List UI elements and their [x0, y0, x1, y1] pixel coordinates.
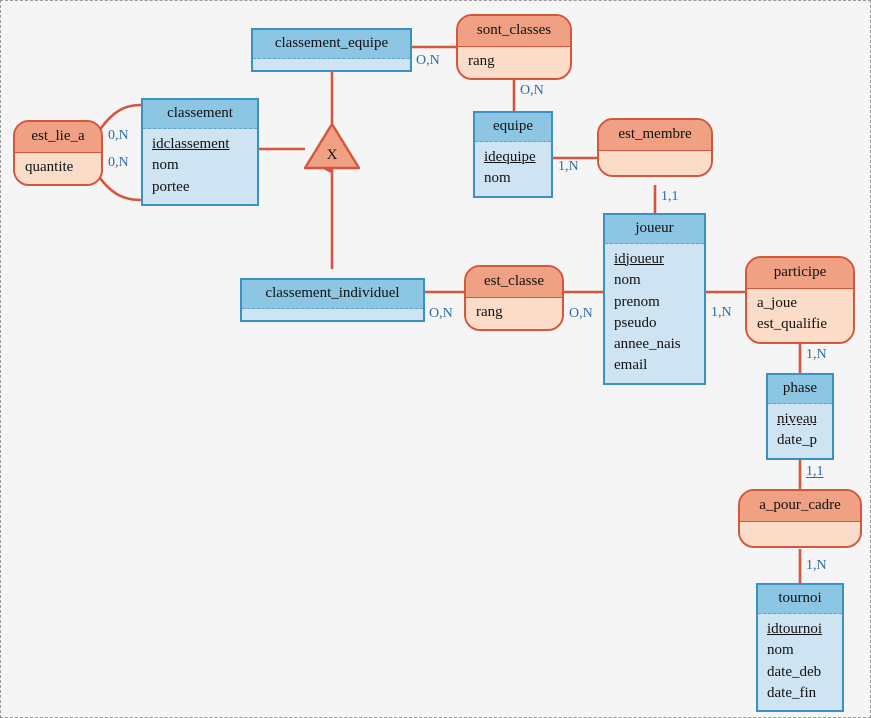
- attribute: rang: [468, 53, 495, 69]
- cardinality-a-pour-cadre-tournoi: 1,N: [806, 558, 827, 573]
- relation-title: est_membre: [599, 120, 711, 151]
- relation-participe[interactable]: participe a_joue est_qualifie: [745, 256, 855, 344]
- relation-title: est_classe: [466, 267, 562, 298]
- relation-attributes: rang: [458, 47, 570, 79]
- relation-title: est_lie_a: [15, 122, 101, 153]
- entity-title: tournoi: [758, 585, 842, 614]
- attribute: annee_nais: [614, 336, 681, 353]
- entity-equipe[interactable]: equipe idequipe nom: [473, 111, 553, 198]
- attribute: date_deb: [767, 663, 822, 680]
- attribute: idequipe: [484, 149, 536, 165]
- attribute: niveau: [777, 411, 817, 427]
- relation-attributes: a_joue est_qualifie: [747, 289, 853, 342]
- entity-classement[interactable]: classement idclassement nom portee: [141, 98, 259, 206]
- entity-attributes: niveau date_p: [768, 404, 832, 458]
- relation-attributes: rang: [466, 298, 562, 330]
- relation-attributes: [599, 151, 711, 175]
- cardinality-sont-classes-classement-equipe: O,N: [416, 53, 440, 68]
- xor-specialization-symbol[interactable]: X: [303, 122, 361, 170]
- entity-attributes: idequipe nom: [475, 142, 551, 196]
- relation-attributes: quantite: [15, 153, 101, 185]
- attribute: est_qualifie: [757, 316, 827, 333]
- cardinality-est-lie-a-classement-bottom: 0,N: [108, 155, 129, 170]
- cardinality-est-classe-classement-individuel: O,N: [429, 306, 453, 321]
- cardinality-est-membre-joueur: 1,1: [661, 189, 679, 204]
- attribute: nom: [152, 157, 179, 174]
- cardinality-est-lie-a-classement-top: 0,N: [108, 128, 129, 143]
- attribute: portee: [152, 178, 190, 195]
- attribute: idjoueur: [614, 251, 664, 267]
- cardinality-sont-classes-equipe: O,N: [520, 83, 544, 98]
- entity-title: classement_individuel: [242, 280, 423, 309]
- cardinality-est-membre-equipe: 1,N: [558, 159, 579, 174]
- entity-joueur[interactable]: joueur idjoueur nom prenom pseudo annee_…: [603, 213, 706, 385]
- entity-attributes: [242, 309, 423, 320]
- entity-classement-equipe[interactable]: classement_equipe: [251, 28, 412, 72]
- entity-attributes: idclassement nom portee: [143, 129, 257, 204]
- cardinality-a-pour-cadre-phase: 1,1: [806, 464, 824, 479]
- relation-title: sont_classes: [458, 16, 570, 47]
- entity-title: phase: [768, 375, 832, 404]
- cardinality-participe-phase: 1,N: [806, 347, 827, 362]
- relation-sont-classes[interactable]: sont_classes rang: [456, 14, 572, 81]
- relation-est-classe[interactable]: est_classe rang: [464, 265, 564, 332]
- entity-title: classement_equipe: [253, 30, 410, 59]
- cardinality-est-classe-joueur: O,N: [569, 306, 593, 321]
- attribute: nom: [614, 272, 641, 289]
- attribute: email: [614, 357, 648, 374]
- attribute: a_joue: [757, 295, 797, 311]
- relation-title: a_pour_cadre: [740, 491, 860, 522]
- entity-attributes: [253, 59, 410, 70]
- attribute: date_p: [777, 432, 817, 449]
- relation-est-membre[interactable]: est_membre: [597, 118, 713, 177]
- entity-title: equipe: [475, 113, 551, 142]
- attribute: idtournoi: [767, 621, 822, 637]
- attribute: prenom: [614, 293, 660, 310]
- xor-label: X: [326, 147, 338, 163]
- cardinality-participe-joueur: 1,N: [711, 305, 732, 320]
- relation-attributes: [740, 522, 860, 546]
- entity-tournoi[interactable]: tournoi idtournoi nom date_deb date_fin: [756, 583, 844, 713]
- relation-a-pour-cadre[interactable]: a_pour_cadre: [738, 489, 862, 548]
- entity-classement-individuel[interactable]: classement_individuel: [240, 278, 425, 322]
- attribute: rang: [476, 304, 503, 320]
- entity-title: joueur: [605, 215, 704, 244]
- entity-attributes: idjoueur nom prenom pseudo annee_nais em…: [605, 244, 704, 383]
- attribute: nom: [484, 170, 511, 187]
- relation-est-lie-a[interactable]: est_lie_a quantite: [13, 120, 103, 187]
- entity-attributes: idtournoi nom date_deb date_fin: [758, 614, 842, 711]
- entity-title: classement: [143, 100, 257, 129]
- entity-phase[interactable]: phase niveau date_p: [766, 373, 834, 460]
- attribute: quantite: [25, 159, 74, 175]
- attribute: pseudo: [614, 314, 657, 331]
- attribute: nom: [767, 642, 794, 659]
- attribute: idclassement: [152, 136, 230, 152]
- relation-title: participe: [747, 258, 853, 289]
- attribute: date_fin: [767, 684, 817, 701]
